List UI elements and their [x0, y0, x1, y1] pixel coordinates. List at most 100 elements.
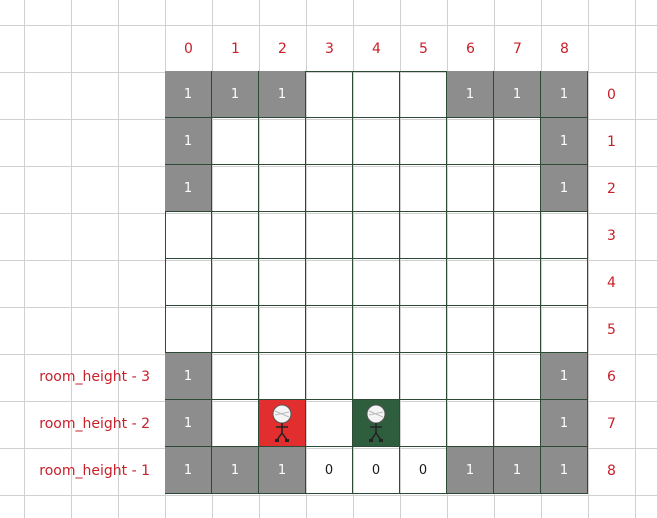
tile-value: 1 — [465, 462, 475, 478]
empty-tile — [494, 306, 541, 353]
floor-tile: 0 — [400, 447, 447, 494]
room-height-label: room_height - 3 — [39, 368, 150, 385]
empty-tile — [259, 118, 306, 165]
empty-tile — [447, 400, 494, 447]
row-label-1: 1 — [607, 133, 616, 150]
tile-value: 1 — [559, 415, 569, 431]
empty-tile — [259, 165, 306, 212]
empty-tile — [165, 306, 212, 353]
tile-value: 1 — [465, 86, 475, 102]
empty-tile — [259, 306, 306, 353]
tile-value: 1 — [559, 86, 569, 102]
empty-tile — [353, 71, 400, 118]
empty-tile — [494, 212, 541, 259]
tile-value: 1 — [512, 462, 522, 478]
wall-tile: 1 — [165, 400, 212, 447]
tile-value: 1 — [183, 368, 193, 384]
player-sprite-icon — [267, 403, 297, 443]
wall-tile: 1 — [541, 118, 588, 165]
wall-tile: 1 — [259, 447, 306, 494]
tile-value: 1 — [559, 133, 569, 149]
floor-tile: 0 — [306, 447, 353, 494]
row-label-5: 5 — [607, 321, 616, 338]
wall-tile: 1 — [494, 447, 541, 494]
wall-tile: 1 — [212, 447, 259, 494]
empty-tile — [353, 118, 400, 165]
empty-tile — [259, 259, 306, 306]
tile-value: 0 — [418, 462, 428, 478]
empty-tile — [353, 165, 400, 212]
empty-tile — [447, 306, 494, 353]
empty-tile — [353, 306, 400, 353]
wall-tile: 1 — [541, 353, 588, 400]
column-label-3: 3 — [325, 40, 334, 57]
wall-tile: 1 — [165, 447, 212, 494]
empty-tile — [494, 400, 541, 447]
room-height-label: room_height - 2 — [39, 415, 150, 432]
floor-tile: 0 — [353, 447, 400, 494]
room-height-label: room_height - 1 — [39, 462, 150, 479]
tile-value: 1 — [183, 86, 193, 102]
empty-tile — [400, 118, 447, 165]
empty-tile — [541, 306, 588, 353]
tile-value: 0 — [324, 462, 334, 478]
wall-tile: 1 — [541, 165, 588, 212]
empty-tile — [306, 71, 353, 118]
empty-tile — [353, 212, 400, 259]
empty-tile — [306, 212, 353, 259]
empty-tile — [212, 400, 259, 447]
row-label-7: 7 — [607, 415, 616, 432]
tile-value: 1 — [230, 86, 240, 102]
wall-tile: 1 — [541, 400, 588, 447]
tile-value: 0 — [371, 462, 381, 478]
tile-value: 1 — [183, 180, 193, 196]
empty-tile — [400, 259, 447, 306]
wall-tile: 1 — [165, 165, 212, 212]
empty-tile — [212, 353, 259, 400]
empty-tile — [400, 71, 447, 118]
empty-tile — [541, 212, 588, 259]
empty-tile — [212, 165, 259, 212]
column-label-8: 8 — [560, 40, 569, 57]
wall-tile: 1 — [259, 71, 306, 118]
tile-value: 1 — [559, 180, 569, 196]
tile-value: 1 — [559, 462, 569, 478]
row-label-0: 0 — [607, 86, 616, 103]
tile-value: 1 — [277, 86, 287, 102]
empty-tile — [447, 212, 494, 259]
empty-tile — [306, 118, 353, 165]
column-label-2: 2 — [278, 40, 287, 57]
empty-tile — [212, 118, 259, 165]
wall-tile: 1 — [447, 447, 494, 494]
empty-tile — [400, 212, 447, 259]
empty-tile — [353, 259, 400, 306]
empty-tile — [306, 400, 353, 447]
wall-tile: 1 — [494, 71, 541, 118]
wall-tile: 1 — [447, 71, 494, 118]
empty-tile — [306, 306, 353, 353]
empty-tile — [165, 259, 212, 306]
tile-value: 1 — [183, 415, 193, 431]
row-label-3: 3 — [607, 227, 616, 244]
row-label-6: 6 — [607, 368, 616, 385]
empty-tile — [306, 259, 353, 306]
highlighted-tile — [353, 400, 400, 447]
column-label-7: 7 — [513, 40, 522, 57]
empty-tile — [447, 353, 494, 400]
wall-tile: 1 — [541, 71, 588, 118]
wall-tile: 1 — [165, 118, 212, 165]
empty-tile — [494, 165, 541, 212]
empty-tile — [494, 118, 541, 165]
column-label-5: 5 — [419, 40, 428, 57]
row-label-4: 4 — [607, 274, 616, 291]
column-label-1: 1 — [231, 40, 240, 57]
empty-tile — [306, 165, 353, 212]
empty-tile — [353, 353, 400, 400]
empty-tile — [541, 259, 588, 306]
empty-tile — [259, 353, 306, 400]
empty-tile — [165, 212, 212, 259]
wall-tile: 1 — [165, 353, 212, 400]
row-label-2: 2 — [607, 180, 616, 197]
